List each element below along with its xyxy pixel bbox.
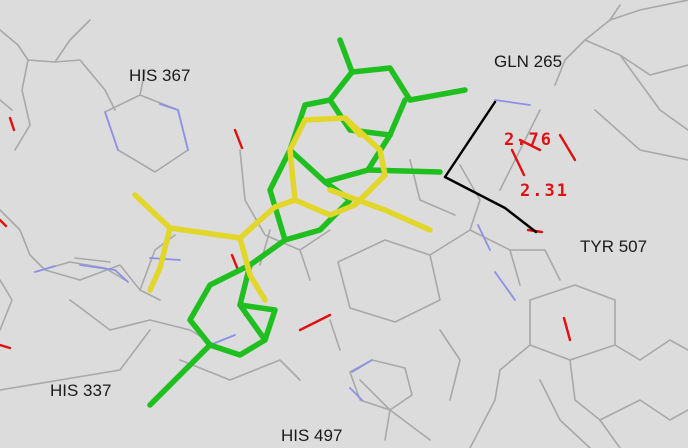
distance-label-gln265: 2.76 bbox=[504, 130, 553, 150]
residue-label-gln265: GLN 265 bbox=[494, 52, 563, 71]
distance-label-tyr507: 2.31 bbox=[520, 181, 569, 201]
residue-label-tyr507: TYR 507 bbox=[580, 237, 648, 256]
residue-label-his337: HIS 337 bbox=[50, 381, 112, 400]
residue-label-his497: HIS 497 bbox=[281, 426, 343, 445]
residue-label-his367: HIS 367 bbox=[129, 66, 191, 85]
hydrogen-bond-lines bbox=[443, 100, 538, 234]
yellow-ligand bbox=[132, 115, 433, 303]
nitrogen-atoms bbox=[34, 99, 531, 401]
